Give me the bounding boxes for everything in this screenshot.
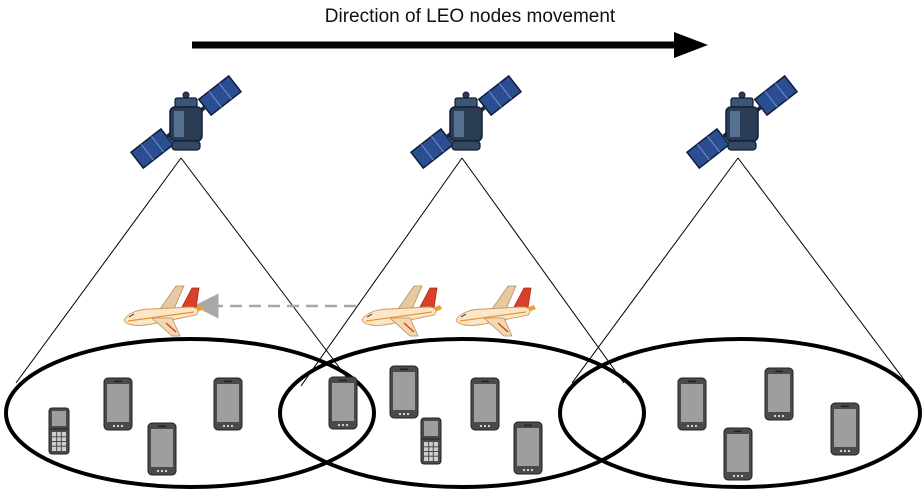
- coverage-cells: [4, 337, 922, 489]
- smartphone-icon-11: [830, 402, 860, 456]
- smartphone-icon-2: [147, 422, 177, 476]
- feature-phone-icon-1: [48, 407, 70, 455]
- smartphone-icon-3: [213, 377, 243, 431]
- coverage-beams: [15, 157, 906, 387]
- satellite-icon-3: [686, 75, 798, 169]
- smartphone-icon-9: [764, 367, 794, 421]
- smartphone-icon-5: [389, 365, 419, 419]
- airplane-icon-2: [361, 285, 443, 337]
- airplane-icon-3: [455, 285, 537, 337]
- coverage-cell-3: [558, 337, 922, 489]
- airplane-icon-1: [123, 285, 205, 337]
- coverage-cell-2: [278, 337, 646, 489]
- feature-phone-icon-2: [420, 417, 442, 465]
- smartphone-icon-1: [103, 377, 133, 431]
- smartphone-icon-6: [470, 377, 500, 431]
- direction-label: Direction of LEO nodes movement: [324, 6, 616, 27]
- satellite-icon-1: [130, 75, 242, 169]
- coverage-cell-1: [4, 337, 376, 489]
- direction-arrow: [192, 32, 708, 58]
- smartphone-icon-7: [513, 421, 543, 475]
- smartphone-icon-10: [723, 427, 753, 481]
- smartphone-icon-8: [677, 377, 707, 431]
- smartphone-icon-4: [328, 376, 358, 430]
- satellite-icon-2: [410, 75, 522, 169]
